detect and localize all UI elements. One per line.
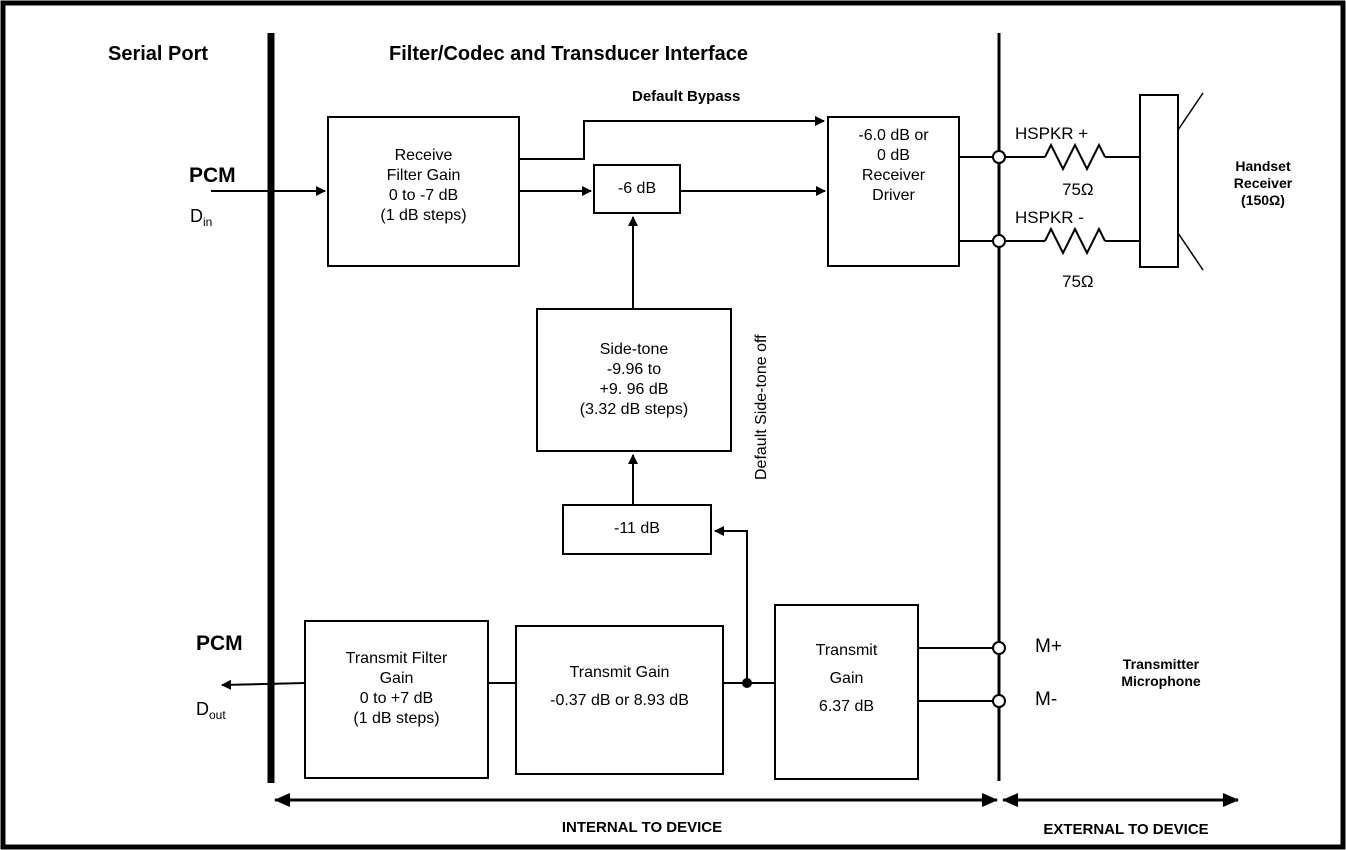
receiver-driver-block <box>827 116 960 267</box>
m-plus-label: M+ <box>1035 636 1062 657</box>
handset-line1: Handset <box>1235 158 1291 174</box>
receive-filter-block <box>327 116 520 267</box>
minus6-line1: -6 dB <box>617 180 657 197</box>
pcm-in-label: PCM <box>189 164 236 187</box>
sidetone-line4: (3.32 dB steps) <box>579 401 689 418</box>
internal-label: INTERNAL TO DEVICE <box>561 819 723 836</box>
transmit-filter-text: Transmit Filter Gain 0 to +7 dB (1 dB st… <box>305 649 488 729</box>
receiver-driver-line2: 0 dB <box>877 147 910 164</box>
bypass-path <box>519 116 825 160</box>
terminal-hspkr-minus <box>992 234 1006 248</box>
handset-receiver-box <box>1139 94 1179 268</box>
hspkr-plus-label: HSPKR + <box>1015 124 1089 143</box>
pcm-out-label: PCM <box>196 632 243 655</box>
default-sidetone-off-label: Default Side-tone off <box>753 334 770 480</box>
hspkr-minus-label: HSPKR - <box>1015 208 1084 227</box>
d-out-main: D <box>196 699 209 719</box>
d-out-label: Dout <box>196 700 226 721</box>
transmit-filter-line1: Transmit Filter <box>345 650 448 667</box>
transmitter-line1: Transmitter <box>1122 656 1200 672</box>
transmit-filter-line2: Gain <box>379 670 414 687</box>
transmitter-line2: Microphone <box>1121 673 1201 689</box>
transmit-gain-right-block <box>774 604 919 780</box>
transmit-gain-right-line3: 6.37 dB <box>818 698 875 715</box>
resistor-top <box>1044 142 1106 172</box>
d-in-main: D <box>190 206 203 226</box>
receive-filter-line3: 0 to -7 dB <box>388 187 459 204</box>
tap-to-minus11-arrow <box>714 526 748 683</box>
receiver-driver-line1: -6.0 dB or <box>858 127 929 144</box>
handset-line2: Receiver <box>1233 175 1293 191</box>
d-out-sub: out <box>209 708 226 722</box>
receive-filter-line2: Filter Gain <box>386 167 461 184</box>
resistor-bottom <box>1044 226 1106 256</box>
d-in-sub: in <box>203 215 213 229</box>
transmit-filter-line3: 0 to +7 dB <box>359 690 434 707</box>
receiver-driver-line3: Receiver <box>861 167 926 184</box>
minus11-block <box>562 504 712 555</box>
handset-line3: (150Ω) <box>1241 192 1285 208</box>
transmit-gain-right-line2: Gain <box>829 670 864 687</box>
receive-filter-line1: Receive <box>394 147 453 164</box>
transmit-gain-mid-text: Transmit Gain -0.37 dB or 8.93 dB <box>516 659 723 715</box>
minus6-block <box>593 164 681 214</box>
sidetone-line2: -9.96 to <box>606 361 662 378</box>
sidetone-text: Side-tone -9.96 to +9. 96 dB (3.32 dB st… <box>537 340 731 420</box>
filter-codec-header: Filter/Codec and Transducer Interface <box>389 43 748 65</box>
external-label: EXTERNAL TO DEVICE <box>1043 821 1209 838</box>
default-bypass-label: Default Bypass <box>632 88 741 105</box>
transmit-gain-mid-block <box>515 625 724 775</box>
transmitter-microphone-label: Transmitter Microphone <box>1121 656 1200 690</box>
terminal-hspkr-plus <box>992 150 1006 164</box>
receiver-driver-line4: Driver <box>872 187 915 204</box>
transmit-filter-line4: (1 dB steps) <box>353 710 440 727</box>
serial-port-header: Serial Port <box>108 43 209 65</box>
receiver-driver-text: -6.0 dB or 0 dB Receiver Driver <box>828 126 959 206</box>
speaker-flare-top <box>1177 92 1204 131</box>
transmit-gain-right-text: Transmit Gain 6.37 dB <box>775 637 918 721</box>
terminal-m-minus <box>992 694 1006 708</box>
minus6-text: -6 dB <box>594 179 680 199</box>
receive-filter-text: Receive Filter Gain 0 to -7 dB (1 dB ste… <box>328 146 519 226</box>
transmit-gain-mid-line1: Transmit Gain <box>569 664 670 681</box>
ohm-bottom-label: 75Ω <box>1062 272 1094 291</box>
ohm-top-label: 75Ω <box>1062 180 1094 199</box>
transmit-filter-block <box>304 620 489 779</box>
m-minus-label: M- <box>1035 689 1058 710</box>
pcm-out-arrow <box>221 679 306 690</box>
sidetone-line1: Side-tone <box>599 341 669 358</box>
transmit-gain-mid-line2: -0.37 dB or 8.93 dB <box>550 692 689 709</box>
transmit-gain-right-line1: Transmit <box>815 642 878 659</box>
terminal-m-plus <box>992 641 1006 655</box>
handset-receiver-label: Handset Receiver (150Ω) <box>1234 158 1292 209</box>
d-in-label: Din <box>190 207 212 228</box>
sidetone-line3: +9. 96 dB <box>599 381 669 398</box>
minus11-line1: -11 dB <box>614 520 660 537</box>
minus11-text: -11 dB <box>563 519 711 539</box>
receive-filter-line4: (1 dB steps) <box>380 207 467 224</box>
speaker-flare-bottom <box>1177 232 1204 271</box>
